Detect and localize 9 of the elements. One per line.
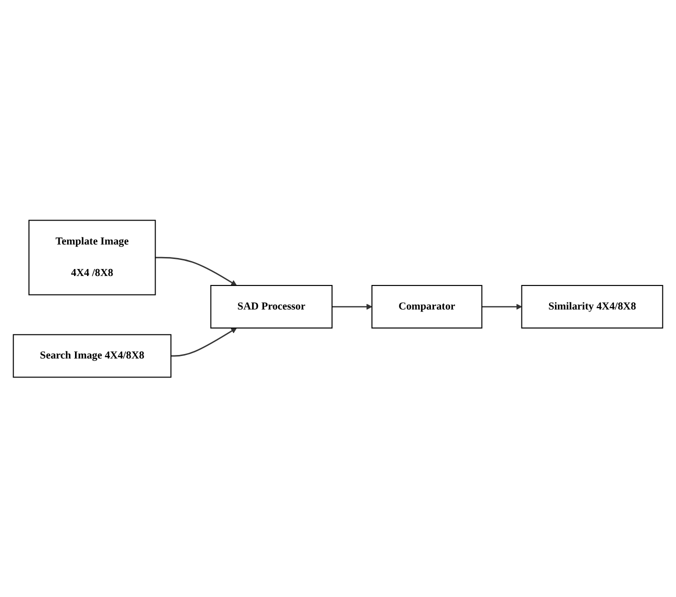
- arrow: [155, 256, 237, 286]
- arrow: [170, 327, 237, 356]
- node-box: SAD Processor: [210, 284, 333, 328]
- node-box: Search Image 4X4/8X8: [12, 334, 172, 378]
- node-box: Template Image 4X4 /8X8: [28, 220, 156, 295]
- arrow: [482, 304, 522, 310]
- node-box: Similarity 4X4/8X8: [521, 284, 664, 328]
- arrow: [332, 304, 372, 310]
- node-box: Comparator: [371, 284, 482, 328]
